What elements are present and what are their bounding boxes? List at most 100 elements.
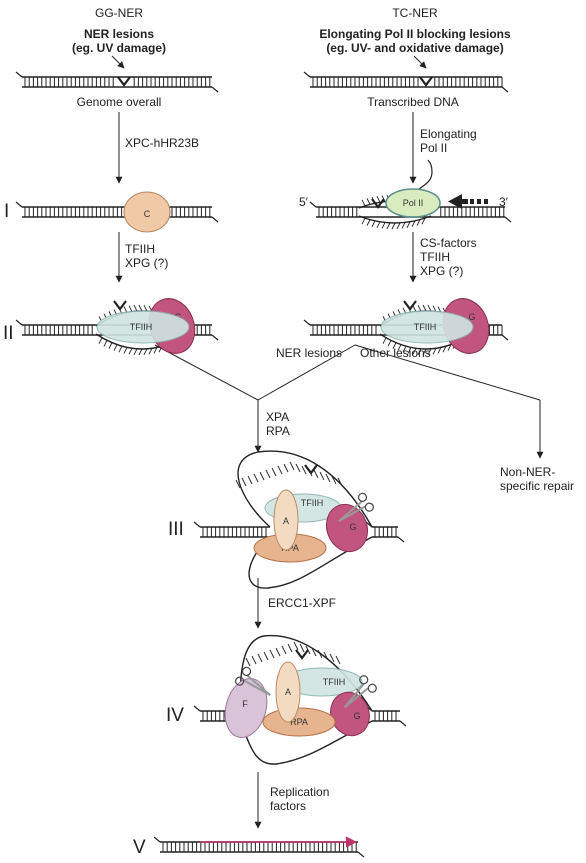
stage-ii-label: II [3,323,14,344]
stage-iii-flap-base [247,475,253,485]
merge-line-right [257,344,356,401]
stage-i-label: I [4,201,10,222]
branch-other-lesions: Other lesions [360,346,431,360]
stage-ii-left-bubble-base [143,304,148,312]
tc-dna-end [501,86,509,93]
stage-ii-right-bubble-base [402,345,407,353]
tc-step2-line3: XPG (?) [420,264,464,278]
stage-v-label: V [133,837,146,858]
stage-ii-left-bubble-base [103,340,108,347]
stage-iii-lesion [304,464,318,475]
stage-iii-flap-base [337,477,343,487]
tc-lesion-title: Elongating Pol II blocking lesions [319,27,511,41]
tc-polii-bubble-base [396,222,401,230]
merge-line-left [154,344,259,401]
xpa-label-iii: A [283,516,289,526]
stage-iv-flap-base [317,649,323,659]
stage-iv-flap-base [275,647,281,657]
stage-ii-right-bubble-base [427,348,432,356]
stage-iii-flap-base [289,461,295,471]
non-ner-line2: specific repair [500,479,575,493]
gg-ner-header: GG-NER [95,6,143,20]
xpc-protein-label: C [144,209,151,219]
stage-ii-left-bubble-base [133,304,138,312]
gg-step2-line2: XPG (?) [125,256,169,270]
tc-polii-bubble-lower [358,215,432,224]
transcribed-dna-label: Transcribed DNA [367,95,459,109]
tc-polii-bubble-base [386,222,391,230]
tc-polii-bubble-base [361,199,366,207]
merge-step-line1: XPA [266,410,290,424]
stage-iv-label: IV [166,705,184,726]
branch-line-other [354,344,541,401]
tfiih-ii-right [380,310,474,344]
xpa-iii [273,489,299,551]
stage-iv-lesion [295,649,309,660]
stage-iv-flap-base [299,643,305,653]
xpa-label-iv: A [285,687,291,697]
stage-i-dna-end [211,216,219,223]
stage-iii-dna-right-end [397,536,405,543]
stage-iii-flap-base [295,463,301,473]
stage-ii-right-bubble-base [392,342,397,349]
stage-ii-left-bubble-base [123,347,128,354]
tc-lesion-mark [419,76,433,87]
stage-iii-flap-base [325,473,331,483]
stage-ii-left-bubble-base [153,347,158,354]
gg-lesion-subtitle: (eg. UV damage) [71,41,167,55]
f-label-iv: F [242,699,248,709]
stage-iv-flap-base [263,651,269,661]
stage-iii-flap-base [253,473,259,483]
gg-dna-end [211,86,219,93]
tc-polii-bubble-base [366,198,371,205]
gg-lesion-title: NER lesions [83,27,155,41]
tc-polii-bubble-base [376,221,381,228]
stage-iv-flap-base [323,651,329,661]
g-label-iv: G [353,711,360,721]
dna-strands [15,71,512,858]
stage-ii-left-bubble-base [108,342,113,349]
stage-iii-flap-base [241,477,247,487]
tc-step1-line2: Pol II [420,141,448,155]
stage-ii-right-dna-end [501,334,509,341]
stage-ii-left-bubble-base [138,348,143,356]
g-label-ii-right: G [468,312,475,322]
stage-ii-right-bubble-base [412,305,417,312]
stage-ii-left-bubble-base [98,337,103,344]
tc-polii-bubble-base [421,217,426,225]
scissors-icon [343,675,377,709]
polii-direction-arrow [448,194,488,209]
stage-ii-right-bubble-base [417,348,422,356]
tc-polii-bubble-base [381,195,386,202]
gg-lesion-mark [117,76,131,87]
stage-iv-flap-base [251,655,257,665]
stage-ii-left-bubble-base [138,304,143,312]
stage-iv-flap-base [281,645,287,655]
stage-iv-flap-base [287,643,293,653]
tc-polii-bubble-base [376,196,381,203]
stage-iv-flap-base [257,653,263,663]
stage-iii-flap-base [271,467,277,477]
tfiih-label-ii-left: TFIIH [130,322,153,332]
merge-step-line2: RPA [266,424,290,438]
tc-step1-line1: Elongating [420,127,477,141]
stage-iii-flap-base [265,469,271,479]
stage-ii-left-lesion [113,300,127,311]
scissors-icon [235,666,271,697]
stage-ii-right-bubble-base [442,345,447,353]
tc-polii-bubble-base [406,221,411,228]
genome-overall-label: Genome overall [76,95,162,109]
stage-ii-left-dna-end [15,319,23,326]
stage-ii-right-bubble-base [447,344,452,351]
non-ner-line1: Non-NER- [500,465,556,479]
stage-ii-right-bubble-base [417,304,422,312]
tc-polii-bubble-base [366,219,371,226]
stage-iii-flap-base [331,475,337,485]
stage-ii-right-bubble-base [432,348,437,355]
stage-ii-right-bubble-base [427,304,432,312]
stage-iii-flap-base [235,479,241,489]
stage-iii-flap-base [319,471,325,481]
tc-polii-bubble-base [371,220,376,228]
stage-iv-flap-bottom [239,720,373,765]
tc-polii-bubble-base [381,222,386,229]
